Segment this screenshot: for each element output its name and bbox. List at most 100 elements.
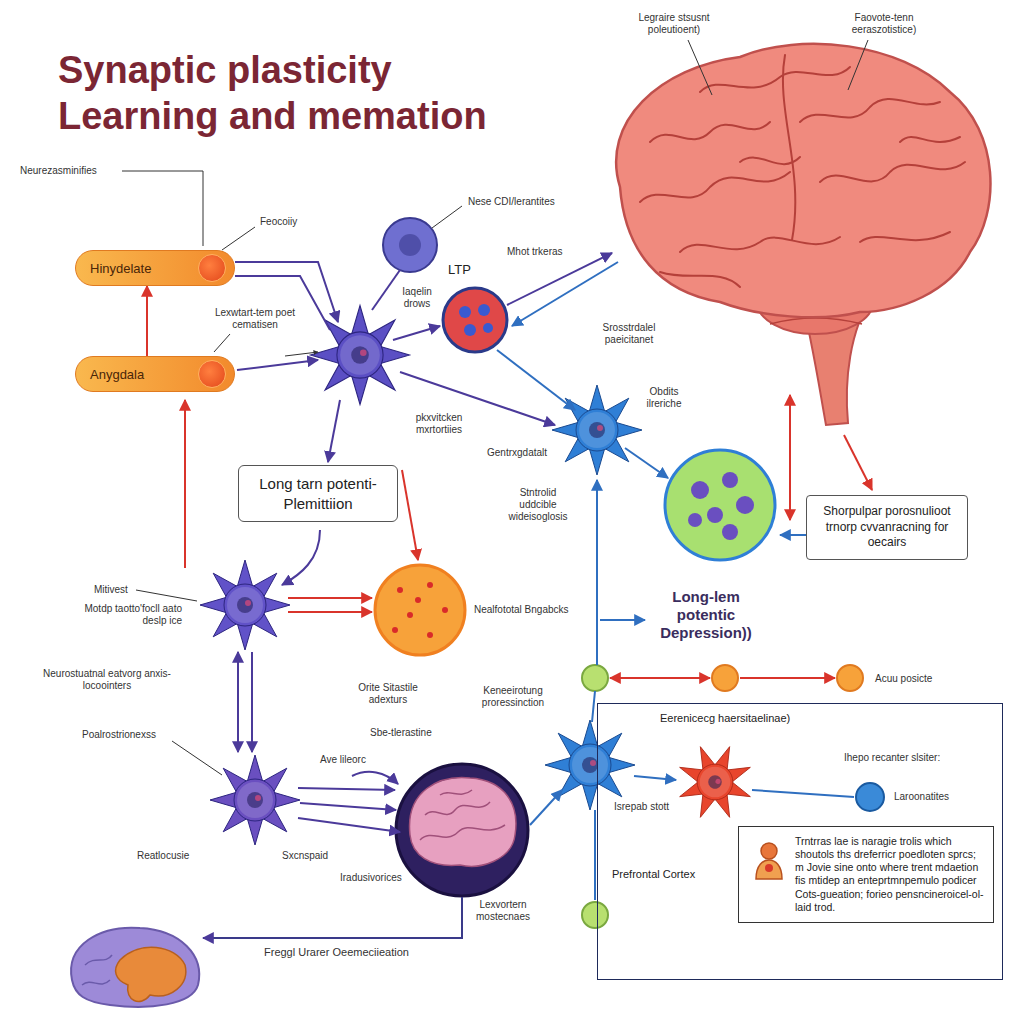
text-label: Mitivest xyxy=(92,584,130,596)
brain-icon xyxy=(116,947,186,1001)
pathway-line xyxy=(625,448,668,478)
cell-circle xyxy=(837,665,863,691)
brain-icon xyxy=(82,955,112,985)
cell-circle xyxy=(688,513,702,527)
pathway-line xyxy=(497,350,575,410)
cell-circle xyxy=(415,597,421,603)
neuron-cell xyxy=(665,732,765,832)
brain-illustration xyxy=(616,44,990,425)
text-label: Stntrolid uddcible wideisoglosis xyxy=(500,487,576,523)
neuron-cell xyxy=(545,720,635,810)
text-label: Feocoiiy xyxy=(258,216,299,228)
cell-circle xyxy=(464,324,476,336)
node-text: Long tarn potenti- Plemittiion xyxy=(249,474,387,513)
neuron-cell xyxy=(200,560,290,650)
cell-circle xyxy=(375,218,884,928)
text-label: pkxvitcken mxrtortiies xyxy=(403,412,475,436)
brain-icon xyxy=(71,928,199,1007)
figure-icon xyxy=(761,843,777,859)
cell-circle xyxy=(483,323,493,333)
leader-line xyxy=(122,40,868,775)
pathway-line xyxy=(251,652,253,752)
cell-circle xyxy=(712,665,738,691)
text-label: Poalrostrionexss xyxy=(80,729,158,741)
text-label: Obdits ilreriche xyxy=(636,386,692,410)
text-label: Ave lileorc xyxy=(318,754,368,766)
cell-circle xyxy=(478,304,490,316)
panel-box: Eerenicecg haersitaelinae)Trntrras lae i… xyxy=(597,703,1003,980)
region-pill: Anygdala xyxy=(75,356,235,392)
brain-illustration xyxy=(616,44,990,317)
text-label: Laroonatites xyxy=(892,791,951,803)
text-label: Isrepab stott xyxy=(612,801,671,813)
text-label: Iaqelin drows xyxy=(392,286,442,310)
cell-circle xyxy=(427,632,433,638)
figure-icon xyxy=(751,841,787,881)
pathway-line xyxy=(282,530,320,585)
figure-icon xyxy=(756,860,782,879)
text-label: Neurostuatnal eatvorg anxis-locoointers xyxy=(38,668,176,692)
pathway-line xyxy=(352,772,398,784)
text-label: Neurezasminifies xyxy=(18,165,99,177)
pathway-line xyxy=(596,480,598,665)
region-pill: Hinydelate xyxy=(75,250,235,286)
text-label: Motdp taotto'focll aato deslp ice xyxy=(78,603,184,627)
text-label: Lexwtart-tem poet cematisen xyxy=(212,307,298,331)
pathway-line xyxy=(752,790,854,797)
figure-icon xyxy=(751,841,787,881)
cell-circle xyxy=(397,587,403,593)
leader-line xyxy=(432,206,462,228)
small-brain-circle xyxy=(396,764,528,896)
text-label: Nealfototal Bngabcks xyxy=(472,604,571,616)
node-text: Shorpulpar porosnulioot trnorp cvvanracn… xyxy=(813,504,961,551)
pathway-line xyxy=(184,400,186,568)
text-label: Lexvortern mostecnaes xyxy=(465,899,541,923)
pathway-line xyxy=(300,803,396,810)
process-box: Long tarn potenti- Plemittiion xyxy=(238,465,398,522)
leader-line xyxy=(122,171,203,246)
text-label: Freggl Urarer Oeemeciieation xyxy=(262,946,411,959)
cell-circle xyxy=(582,902,608,928)
small-brain-circle xyxy=(420,790,505,840)
small-brain-circle xyxy=(410,778,516,867)
pathway-line xyxy=(600,619,645,621)
leader-line xyxy=(222,227,255,250)
pathway-line xyxy=(298,818,400,832)
pathway-line xyxy=(288,597,372,599)
text-label: Gentrxgdatalt xyxy=(485,447,549,459)
text-label: Faovote-tenn eeraszotistice) xyxy=(838,12,930,36)
pathway-line xyxy=(610,677,710,679)
text-label: Iradusivorices xyxy=(338,872,404,884)
small-brain-circle xyxy=(396,764,528,896)
cell-circle xyxy=(722,524,738,540)
leader-line xyxy=(688,40,712,95)
leader-line xyxy=(172,741,222,775)
cell-circle xyxy=(722,472,738,488)
figure-icon xyxy=(765,864,773,872)
pathway-line xyxy=(237,360,318,370)
cell-circle xyxy=(707,507,723,523)
text-label: Legraire stsusnt poleutioent) xyxy=(626,12,722,36)
leader-line xyxy=(848,40,868,90)
pathway-line xyxy=(789,395,791,520)
pathway-line xyxy=(594,810,596,900)
pathway-line xyxy=(634,776,676,780)
pathway-line xyxy=(780,534,806,536)
pathway-line xyxy=(298,788,395,790)
pathway-line xyxy=(530,790,562,825)
pill-dot xyxy=(198,254,226,282)
text-label: Nese CDI/lerantites xyxy=(466,196,557,208)
cell-circle xyxy=(375,565,465,655)
pill-dot xyxy=(198,360,226,388)
note-box: Trntrras lae is naragie trolis which sho… xyxy=(738,826,994,923)
neuron-cell xyxy=(210,755,300,845)
cell-circle xyxy=(459,306,471,318)
neuron-cell xyxy=(200,306,765,846)
cell-circle xyxy=(856,783,884,811)
text-label: LTP xyxy=(446,262,473,278)
leader-line xyxy=(136,590,197,601)
leader-line xyxy=(214,334,230,352)
text-label: Reatlocusie xyxy=(135,850,191,862)
brain-icon xyxy=(71,928,199,1007)
pathway-line xyxy=(402,470,418,560)
